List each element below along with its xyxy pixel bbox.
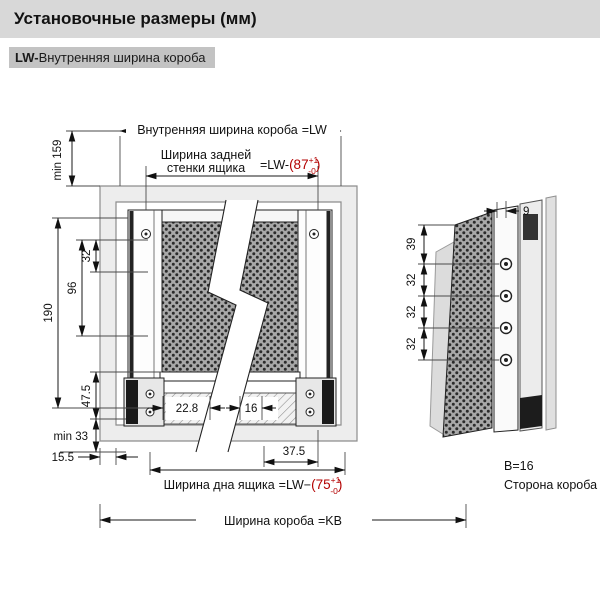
hole-profile — [493, 205, 519, 433]
dim-39: 39 — [406, 238, 418, 251]
section-label-text: Внутренняя ширина короба — [38, 50, 206, 65]
section-label-prefix: LW- — [15, 50, 39, 65]
side-detail-view — [429, 195, 557, 438]
dim-190: 190 — [43, 303, 55, 322]
dim-9: 9 — [523, 206, 529, 218]
side-note-b16: B=16 — [504, 459, 534, 473]
kb-label: Ширина короба=KB — [224, 514, 342, 528]
left-front-bracket — [123, 377, 165, 427]
dim-32-a: 32 — [406, 274, 418, 287]
kb-label-backplate — [196, 512, 372, 529]
back-panel-label-line2: стенки ящика — [167, 161, 245, 175]
dim-37-5: 37.5 — [283, 446, 305, 458]
break-line — [195, 199, 269, 453]
page-title: Установочные размеры (мм) — [14, 9, 257, 28]
front-rail-side — [519, 199, 543, 432]
bottom-panel-equation: Ширина дна ящика=LW−(75+1-0) — [164, 475, 343, 496]
perforated-panel-side — [442, 211, 493, 438]
dim-min159: min 159 — [52, 140, 64, 181]
dim-22-8: 22.8 — [176, 403, 198, 415]
dim-16: 16 — [245, 403, 258, 415]
cabinet-side-panel — [545, 195, 557, 431]
dimension-labels: Внутренняя ширина короба=LW Ширина задне… — [43, 123, 597, 528]
lw-top-label: Внутренняя ширина короба=LW — [137, 123, 327, 137]
dim-47-5: 47.5 — [81, 385, 93, 407]
dim-32-left: 32 — [81, 250, 93, 263]
section-label: LW-Внутренняя ширина короба — [9, 47, 216, 68]
dim-96: 96 — [67, 282, 79, 295]
side-note-storona: Сторона короба — [504, 478, 597, 492]
cabinet-frame — [99, 185, 358, 442]
lw-label-backplate — [126, 121, 340, 137]
page-header: Установочные размеры (мм) — [0, 0, 600, 38]
dim-min33: min 33 — [53, 431, 88, 443]
back-panel-equation: =LW-(87+1-0) — [260, 155, 320, 176]
dim-32-b: 32 — [406, 306, 418, 319]
dim-15-5: 15.5 — [52, 452, 74, 464]
right-front-bracket — [295, 377, 337, 427]
dim-32-c: 32 — [406, 338, 418, 351]
back-panel-label-line1: Ширина задней — [161, 148, 252, 162]
